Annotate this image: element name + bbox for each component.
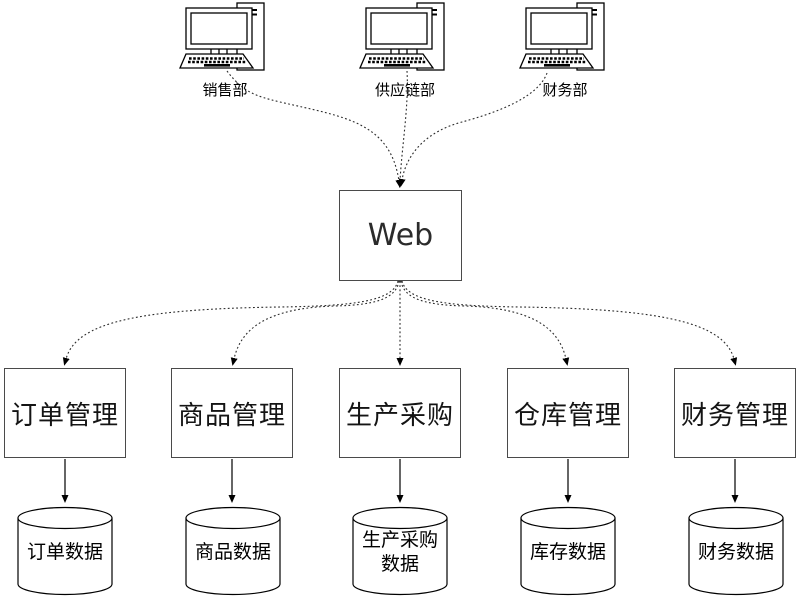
datastore-label-line: 订单数据 — [26, 540, 103, 563]
connector-web-to-finance-module — [401, 280, 738, 366]
client-label-sales: 销售部 — [202, 81, 248, 99]
datastore-label-line: 商品数据 — [194, 540, 271, 563]
connector-finance-to-web — [398, 72, 548, 187]
datastore-label-line: 生产采购 — [361, 528, 438, 551]
module-label: 订单管理 — [10, 400, 119, 431]
module-label: 仓库管理 — [513, 400, 622, 431]
module-label: 财务管理 — [680, 400, 789, 431]
datastore-label-line: 库存数据 — [529, 540, 606, 563]
module-box-warehouse: 仓库管理 — [507, 368, 629, 458]
module-label: 商品管理 — [177, 400, 286, 431]
datastore-label-line: 财务数据 — [697, 540, 774, 563]
client-label-finance: 财务部 — [542, 81, 588, 99]
database-cylinder-inventory — [520, 506, 616, 596]
database-cylinder-product — [185, 506, 281, 596]
module-box-finance: 财务管理 — [674, 368, 796, 458]
connector-web-to-warehouse-module — [400, 280, 570, 366]
module-box-order: 订单管理 — [4, 368, 126, 458]
datastore-label-production: 生产采购数据 — [345, 510, 455, 593]
module-box-product: 商品管理 — [171, 368, 293, 458]
desktop-computer-icon-supply-chain — [358, 1, 446, 72]
desktop-computer-icon-sales — [178, 1, 266, 72]
connector-sales-to-web — [226, 70, 403, 188]
datastore-label-product: 商品数据 — [178, 510, 288, 593]
module-label: 生产采购 — [345, 400, 454, 431]
database-cylinder-finance — [688, 506, 784, 596]
datastore-label-line: 数据 — [380, 552, 419, 575]
desktop-computer-icon-finance — [518, 1, 606, 72]
web-hub-label: Web — [367, 218, 434, 253]
datastore-label-finance: 财务数据 — [681, 510, 791, 593]
datastore-label-inventory: 库存数据 — [513, 510, 623, 593]
web-hub-box: Web — [339, 190, 462, 281]
connector-web-to-product-module — [230, 280, 400, 366]
client-label-supply-chain: 供应链部 — [374, 81, 435, 99]
database-cylinder-order — [17, 506, 113, 596]
database-cylinder-production — [352, 506, 448, 596]
module-box-production: 生产采购 — [339, 368, 461, 458]
connector-web-to-order-module — [62, 280, 399, 366]
datastore-label-order: 订单数据 — [10, 510, 120, 593]
